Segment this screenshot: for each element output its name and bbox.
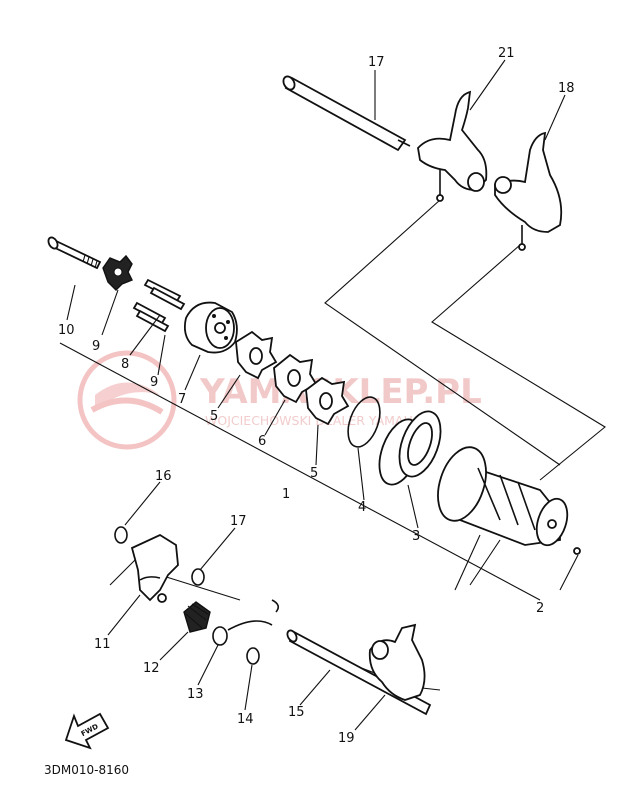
callout-17-b: 17 [230,514,247,529]
part-3-bearing [378,410,442,486]
watermark-tagline: WOJCIECHOWSKI DEALER YAMAHA [205,413,422,428]
part-2-shift-drum [437,446,581,555]
callout-2: 2 [536,601,544,616]
callout-numbers: 17 21 18 10 9 8 9 9 7 5 6 5 1 4 3 2 16 1… [58,46,575,746]
callout-16: 15 [288,705,305,720]
callout-20: 19 [338,731,355,746]
part-19-shift-fork [494,131,563,251]
callout-3: 3 [412,529,420,544]
part-21-shift-fork [417,90,488,202]
callout-5-b: 5 [310,466,318,481]
callout-10: 9 [92,339,100,354]
callout-8: 8 [121,357,129,372]
part-5-plate-b [305,376,350,426]
diagram-code: 3DM010-8160 [44,763,129,777]
callout-11: 10 [58,323,75,338]
callout-13: 12 [143,661,160,676]
part-5-plate-a [235,330,278,380]
part-18-guide-bar [282,75,411,152]
part-13-spring [183,601,211,633]
part-7-cam [183,301,238,354]
part-4-circlip [347,396,381,448]
callout-18: 17 [368,55,385,70]
callout-7: 7 [178,392,186,407]
callout-4: 4 [358,500,366,515]
callout-1: 1 [282,487,290,502]
part-11-bolt [47,236,102,270]
part-14-spring-clip [212,599,280,646]
callout-17-a: 16 [155,469,172,484]
callout-6: 6 [258,434,266,449]
fwd-arrow: FWD [64,712,110,750]
part-15-circlip [246,647,260,665]
callout-21: 21 [498,46,515,61]
callout-15: 14 [237,712,254,727]
part-17-circlip-a [114,526,128,544]
callout-19: 18 [558,81,575,96]
leader-lines [66,59,566,731]
part-10-segment [102,254,133,291]
callout-12: 11 [94,637,111,652]
part-20-shift-fork [368,623,426,701]
part-12-lever [130,533,179,603]
callout-5-a: 5 [210,409,218,424]
part-8-9-pins [132,278,186,333]
callout-14: 13 [187,687,204,702]
callout-9-label: 9 [150,375,158,390]
part-17-circlip-b [191,568,205,586]
